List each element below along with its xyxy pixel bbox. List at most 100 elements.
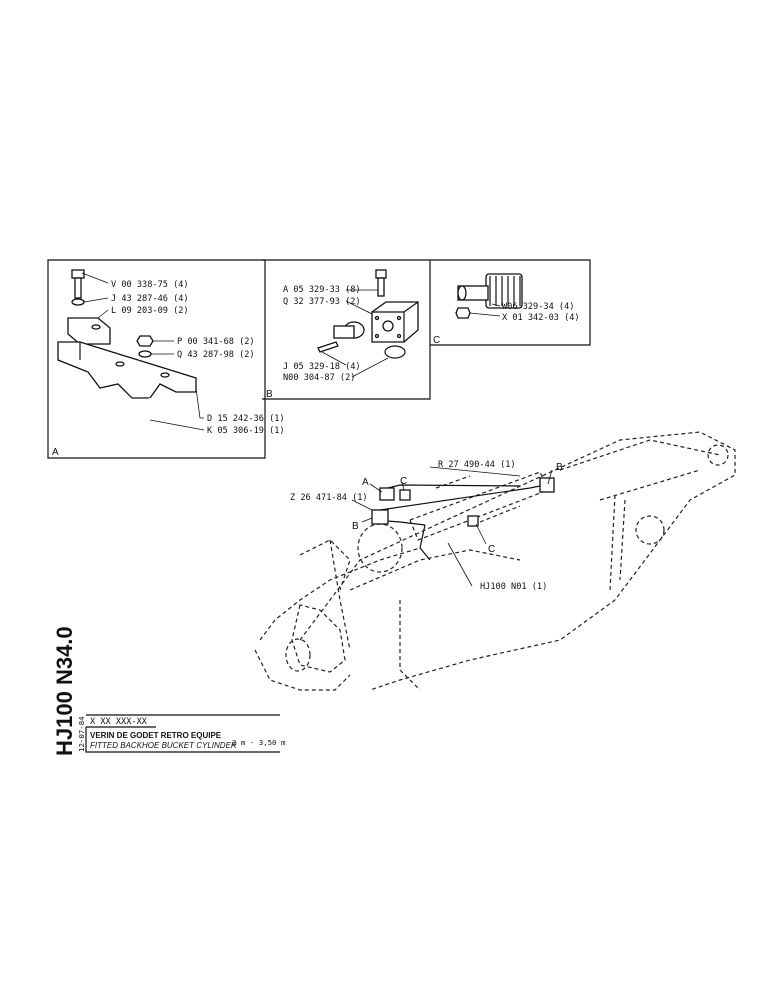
panel-b-frame xyxy=(262,259,431,400)
o-ring xyxy=(384,345,406,359)
drawing-code: HJ100 N34.0 xyxy=(52,626,77,756)
stick-side xyxy=(399,600,421,691)
boom-end-pivot xyxy=(707,444,729,466)
small-bolt xyxy=(317,341,339,353)
leader-callout-b1 xyxy=(547,469,553,485)
panel-letter: C xyxy=(433,335,440,346)
block-bolt-hole xyxy=(374,315,380,321)
block-bolt-hole xyxy=(396,333,402,339)
b-bolt-shank xyxy=(377,277,385,297)
part-label: K 05 306-19 (1) xyxy=(207,426,285,436)
stick-top xyxy=(349,549,521,591)
c-nut xyxy=(455,307,471,319)
block-port xyxy=(382,320,394,332)
part-label: Q 43 287-98 (2) xyxy=(177,350,255,360)
washer-lower xyxy=(138,350,152,358)
main-labels: R 27 490-44 (1) Z 26 471-84 (1) HJ100 N0… xyxy=(290,460,563,592)
callout-letter: C xyxy=(400,476,407,487)
boom-upper-edge xyxy=(559,439,721,471)
part-label: Q 32 377-93 (2) xyxy=(283,297,361,307)
leader-callout-a xyxy=(369,483,383,493)
panel-a-drawing xyxy=(57,269,205,452)
support-bracket xyxy=(57,341,197,399)
link-pin xyxy=(285,638,311,672)
leader-c1 xyxy=(491,303,501,307)
panel-c-labels: W06 329-34 (4) X 01 342-03 (4) C xyxy=(433,302,580,346)
block-bolt-hole xyxy=(396,315,402,321)
b-bolt-head xyxy=(375,269,387,279)
part-label: P 00 341-68 (2) xyxy=(177,337,255,347)
block-bolt-hole xyxy=(374,333,380,339)
connector-block-left xyxy=(371,509,389,525)
panel-letter: A xyxy=(52,447,59,458)
panel-a-labels: V 00 338-75 (4) J 43 287-46 (4) L 09 203… xyxy=(52,280,285,458)
callout-letter: B xyxy=(352,521,359,532)
boom-outline xyxy=(299,431,736,691)
panel-letter: B xyxy=(266,389,273,400)
boom-pivot xyxy=(635,515,665,545)
callout-letter: C xyxy=(488,544,495,555)
bracket-hole-2 xyxy=(115,361,125,367)
u-bolt xyxy=(111,398,151,451)
part-label: HJ100 N01 (1) xyxy=(480,582,547,592)
cylinder-foot xyxy=(357,523,403,573)
leader-a2 xyxy=(83,297,109,303)
part-label: V 00 338-75 (4) xyxy=(111,280,189,290)
link-arm xyxy=(299,539,351,591)
flange-tube xyxy=(333,325,355,339)
boom-mid-edge xyxy=(599,469,701,501)
title-english: FITTED BACKHOE BUCKET CYLINDER xyxy=(90,741,237,750)
connector-block-b xyxy=(539,477,555,493)
stick-outline xyxy=(259,547,421,641)
part-label: X 01 342-03 (4) xyxy=(502,313,580,323)
callout-letter: A xyxy=(362,477,369,488)
leader-b4 xyxy=(351,357,389,378)
part-label: A 05 329-33 (8) xyxy=(283,285,361,295)
panel-b-drawing xyxy=(317,269,419,378)
leader-c2 xyxy=(469,312,501,317)
part-label: R 27 490-44 (1) xyxy=(438,460,516,470)
shaft-end xyxy=(457,285,467,301)
pipe-bend xyxy=(419,524,431,561)
leader-main-hj xyxy=(447,542,473,587)
part-label: L 09 203-09 (2) xyxy=(111,306,189,316)
leader-a6 xyxy=(195,387,204,419)
cylinder-body xyxy=(435,475,521,523)
panel-c-frame xyxy=(430,259,591,346)
clamp-hole xyxy=(91,324,101,330)
part-label: J 05 329-18 (4) xyxy=(283,362,361,372)
clamp-block xyxy=(67,317,111,345)
connector-block-a xyxy=(379,487,395,501)
part-label: Z 26 471-84 (1) xyxy=(290,493,368,503)
connector-c2 xyxy=(467,515,479,527)
nut-top xyxy=(136,335,154,347)
callout-letter: B xyxy=(556,462,563,473)
bracket-hole xyxy=(160,372,170,378)
leader-a3 xyxy=(97,309,109,319)
part-label: D 15 242-36 (1) xyxy=(207,414,285,424)
bucket-cylinder xyxy=(409,471,549,541)
leader-b3 xyxy=(321,351,347,366)
coupling-knurl xyxy=(489,276,521,306)
leader-main-z xyxy=(351,499,373,511)
part-label: W06 329-34 (4) xyxy=(502,302,574,312)
stick-rib xyxy=(329,539,351,651)
part-label: N00 304-87 (2) xyxy=(283,373,355,383)
leader-main-r xyxy=(429,466,521,477)
panel-frames xyxy=(47,259,591,459)
connector-c xyxy=(399,489,411,501)
part-label: J 43 287-46 (4) xyxy=(111,294,189,304)
leader-a7 xyxy=(149,419,205,431)
leader-callout-c2 xyxy=(475,523,487,545)
bucket-link xyxy=(254,649,351,691)
leader-a1 xyxy=(81,272,109,284)
leader-callout-c1 xyxy=(401,481,405,491)
main-assembly xyxy=(254,431,736,691)
dimension-range: 2 m - 3,50 m xyxy=(232,738,286,747)
title-block: HJ100 N34.0 X XX XXX-XX 12-07-84 VERIN D… xyxy=(52,626,286,756)
panel-b-labels: A 05 329-33 (8) Q 32 377-93 (2) J 05 329… xyxy=(266,285,361,400)
boom-web xyxy=(609,494,626,591)
panel-c-drawing xyxy=(455,273,523,319)
bolt-head xyxy=(71,269,85,279)
